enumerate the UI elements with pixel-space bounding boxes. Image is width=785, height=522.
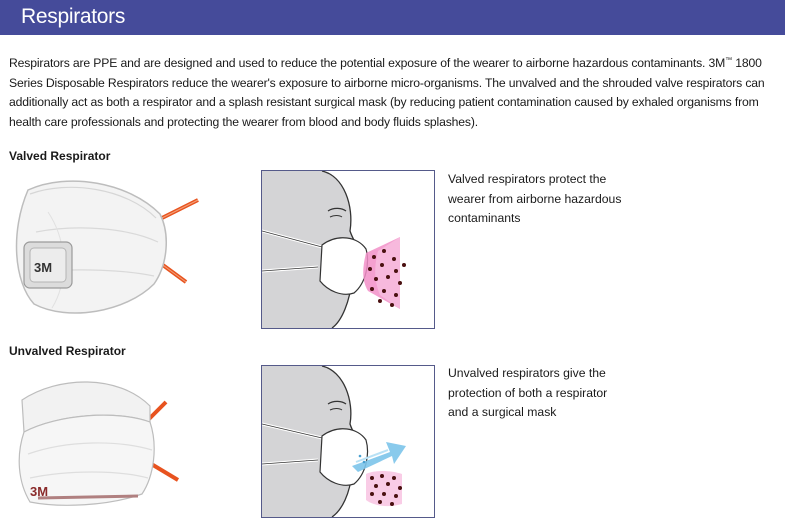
header-bar: Respirators: [0, 0, 785, 35]
page-title: Respirators: [21, 5, 126, 28]
unvalved-3m-logo: 3M: [30, 484, 48, 499]
valved-diagram: [261, 170, 435, 329]
valved-3m-logo: 3M: [34, 260, 52, 275]
intro-text-1: Respirators are PPE and are designed and…: [9, 56, 726, 71]
unvalved-respirator-image: 3M: [8, 366, 203, 516]
valved-respirator-label: Valved Respirator: [9, 149, 111, 163]
intro-paragraph: Respirators are PPE and are designed and…: [9, 51, 781, 132]
trademark-symbol: ™: [725, 57, 732, 64]
unvalved-caption: Unvalved respirators give the protection…: [448, 366, 608, 419]
valved-caption: Valved respirators protect the wearer fr…: [448, 172, 622, 225]
intro-text-2: 1800 Series Disposable Respirators reduc…: [9, 56, 765, 129]
unvalved-diagram: [261, 365, 435, 518]
unvalved-respirator-label: Unvalved Respirator: [9, 344, 126, 358]
valved-respirator-image: 3M: [8, 172, 203, 320]
